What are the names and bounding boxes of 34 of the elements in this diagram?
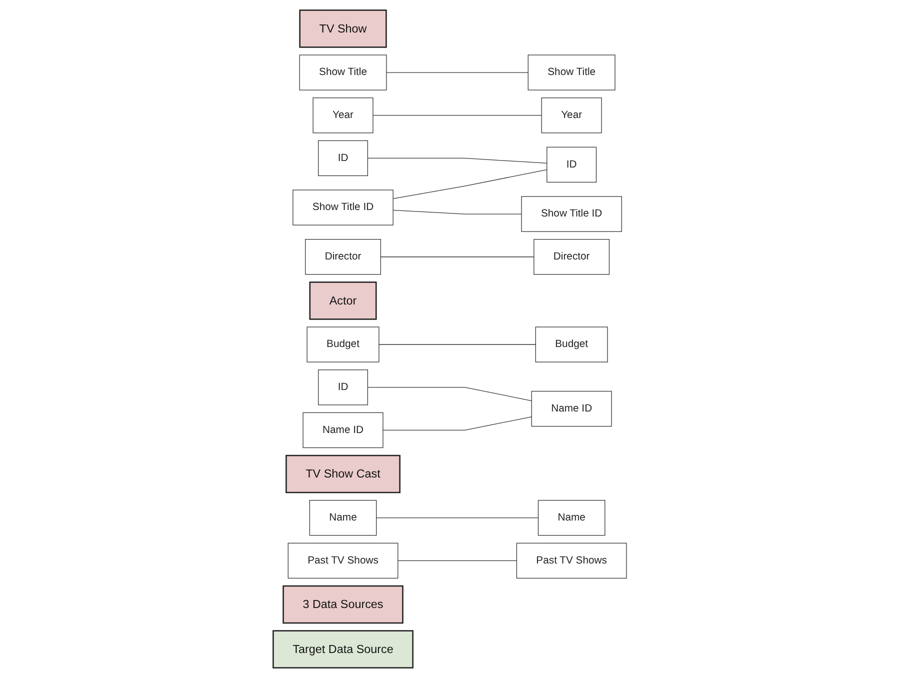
node-box: TV Show Cast [286, 454, 401, 494]
node-box: Budget [306, 326, 380, 362]
node-box: Show Title [299, 54, 387, 90]
node-box: Name [310, 500, 377, 536]
node-box: Director [305, 239, 382, 275]
node-box: ID [318, 370, 368, 406]
connector [386, 72, 529, 73]
node-box: Name ID [531, 390, 612, 427]
connector [382, 416, 532, 431]
connector [368, 387, 532, 402]
node-box: Name ID [302, 412, 384, 448]
connector [378, 344, 536, 345]
node-box: Director [534, 239, 610, 275]
node-box: Show Title ID [521, 196, 622, 232]
node-box: Year [312, 98, 374, 134]
node-box: Show Title [528, 54, 616, 90]
node-box: Show Title ID [292, 190, 394, 226]
node-box: ID [318, 140, 368, 176]
connector [392, 210, 522, 214]
node-box: Year [541, 98, 602, 134]
node-box: Past TV Shows [516, 542, 627, 579]
node-box: Name [538, 500, 606, 536]
node-box: 3 Data Sources [282, 585, 404, 624]
node-box: Budget [535, 326, 608, 362]
node-box: Past TV Shows [288, 542, 398, 579]
connector [398, 560, 518, 561]
node-box: Target Data Source [272, 630, 414, 668]
connector [380, 256, 534, 258]
connector [392, 169, 548, 200]
connector [368, 158, 548, 164]
node-box: Actor [309, 282, 377, 320]
node-box: ID [546, 146, 597, 183]
connector [372, 115, 542, 116]
node-box: TV Show [299, 10, 387, 48]
